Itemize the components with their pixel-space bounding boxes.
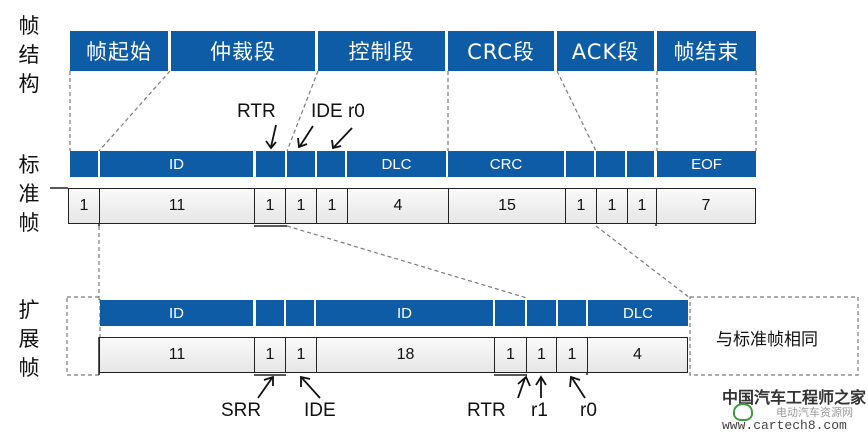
- callout-srr: SRR: [221, 400, 262, 421]
- ext-cell-ide: 1: [285, 337, 317, 373]
- frame-structure-char: 帧: [18, 14, 40, 38]
- ext-cell-id-b: 18: [316, 337, 495, 373]
- header-sof: 帧起始: [70, 31, 168, 71]
- std-bar-ack-slot: [596, 151, 625, 177]
- std-bar-ide: [287, 151, 315, 177]
- standard-frame-char: 标: [18, 153, 40, 177]
- std-bar-id: ID: [100, 151, 253, 177]
- ext-cell-srr: 1: [254, 337, 286, 373]
- std-cell-r0: 1: [316, 188, 348, 224]
- extended-frame-char: 展: [18, 327, 40, 351]
- std-bar-dlc: DLC: [347, 151, 446, 177]
- ext-bar-dlc: DLC: [588, 300, 688, 326]
- ext-bar-r1: [527, 300, 556, 326]
- header-arbitration: 仲裁段: [171, 31, 315, 71]
- std-cell-eof: 7: [656, 188, 756, 224]
- std-bar-sof: [70, 151, 98, 177]
- std-cell-ack-slot: 1: [596, 188, 628, 224]
- extended-frame-char: 扩: [18, 298, 40, 322]
- ext-bar-id-b: ID: [316, 300, 493, 326]
- watermark-logo-icon: [733, 403, 753, 421]
- std-cell-ack-delim: 1: [627, 188, 657, 224]
- frame-structure-char: 结: [18, 43, 40, 67]
- frame-structure-label: 帧 结 构: [12, 12, 46, 99]
- watermark-title: 中国汽车工程师之家: [722, 388, 867, 407]
- same-as-standard-label: 与标准帧相同: [716, 330, 818, 350]
- standard-frame-label: 标 准 帧: [12, 151, 46, 238]
- standard-frame-char: 准: [18, 182, 40, 206]
- std-cell-id: 11: [99, 188, 255, 224]
- ext-bar-id-a: ID: [100, 300, 253, 326]
- std-cell-crc: 15: [448, 188, 566, 224]
- ext-cell-r0: 1: [556, 337, 588, 373]
- callout-r0-ext: r0: [580, 400, 597, 421]
- callout-ide-r0: IDE r0: [311, 101, 365, 122]
- header-control: 控制段: [318, 31, 445, 71]
- callout-ide-ext: IDE: [304, 400, 336, 421]
- std-bar-rtr: [256, 151, 285, 177]
- callout-rtr-ext: RTR: [467, 400, 506, 421]
- std-bar-crc: CRC: [448, 151, 564, 177]
- ext-cell-r1: 1: [526, 337, 557, 373]
- callout-rtr: RTR: [237, 101, 276, 122]
- std-cell-sof: 1: [68, 188, 100, 224]
- ext-cell-dlc: 4: [587, 337, 688, 373]
- ext-bar-rtr: [495, 300, 525, 326]
- extended-frame-char: 帧: [18, 356, 40, 380]
- header-eof: 帧结束: [657, 31, 756, 71]
- std-bar-ack-delim: [627, 151, 654, 177]
- ext-bar-r0: [558, 300, 586, 326]
- std-bar-r0: [317, 151, 345, 177]
- header-crc: CRC段: [448, 31, 554, 71]
- ext-cell-id-a: 11: [99, 337, 255, 373]
- std-cell-rtr: 1: [254, 188, 286, 224]
- header-ack: ACK段: [557, 31, 654, 71]
- std-bar-crc-delim: [566, 151, 594, 177]
- ext-bar-ide: [286, 300, 314, 326]
- ext-cell-rtr: 1: [494, 337, 527, 373]
- watermark-subtitle: 电动汽车资源网: [776, 406, 853, 419]
- ext-bar-srr: [256, 300, 284, 326]
- standard-frame-char: 帧: [18, 211, 40, 235]
- std-bar-eof: EOF: [657, 151, 756, 177]
- std-cell-dlc: 4: [347, 188, 449, 224]
- std-cell-crc-delim: 1: [565, 188, 597, 224]
- std-cell-ide: 1: [285, 188, 317, 224]
- callout-r1: r1: [531, 400, 548, 421]
- frame-structure-char: 构: [18, 72, 40, 96]
- watermark-url: www.cartech8.com: [722, 418, 847, 433]
- extended-frame-label: 扩 展 帧: [12, 296, 46, 383]
